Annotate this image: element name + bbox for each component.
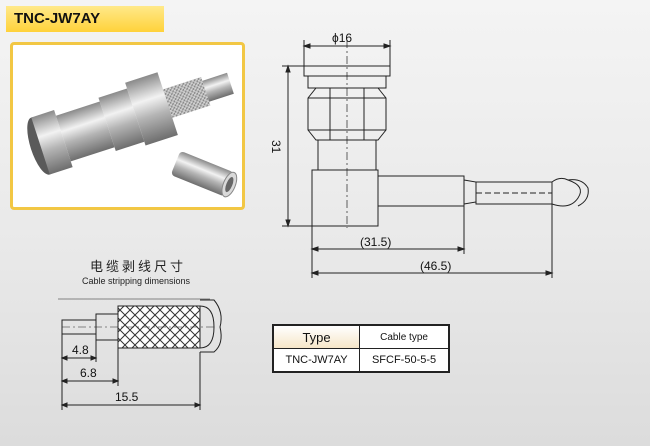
spec-table: Type Cable type TNC-JW7AY SFCF-50-5-5 <box>272 324 450 373</box>
connector-hex-nut <box>307 87 387 141</box>
strip-dim-c-label: 15.5 <box>115 390 139 404</box>
table-header-row: Type Cable type <box>272 324 450 349</box>
table-header-cable: Cable type <box>359 324 450 349</box>
table-cell-cable: SFCF-50-5-5 <box>359 348 450 373</box>
table-header-type: Type <box>272 324 361 349</box>
connector-right-angle-body <box>311 169 379 227</box>
stripping-title-cn: 电缆剥线尺寸 <box>90 259 187 274</box>
table-cell-type: TNC-JW7AY <box>272 348 361 373</box>
cable-break <box>551 177 581 207</box>
table-row: TNC-JW7AY SFCF-50-5-5 <box>272 348 450 373</box>
strip-dim-b-label: 6.8 <box>80 366 97 380</box>
connector-cable-entry <box>377 175 465 207</box>
page-title: TNC-JW7AY <box>6 6 164 32</box>
connector-photo-frame <box>10 42 245 210</box>
dim-diameter-label: ϕ16 <box>332 31 352 45</box>
strip-dim-a-label: 4.8 <box>72 343 89 357</box>
connector-taper <box>463 179 477 205</box>
stripping-title-en: Cable stripping dimensions <box>82 276 191 286</box>
dim-length-long-label: (46.5) <box>420 259 451 273</box>
dim-height-label: 31 <box>269 140 283 154</box>
connector-photo-icon <box>27 72 238 198</box>
dim-length-short-label: (31.5) <box>360 235 391 249</box>
